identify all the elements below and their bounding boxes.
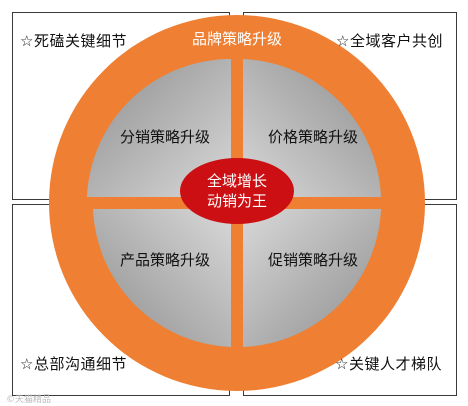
quadrant-bottom-right — [243, 209, 381, 347]
center-label-line1: 全域增长 — [207, 172, 267, 190]
quadrant-label-pricing: 价格策略升级 — [268, 128, 358, 146]
quadrant-top-right — [243, 59, 381, 197]
center-ellipse — [180, 158, 294, 224]
corner-label-key-details: ☆死磕关键细节 — [20, 32, 127, 50]
quadrant-label-product: 产品策略升级 — [120, 251, 210, 269]
center-label-line2: 动销为王 — [207, 192, 267, 210]
corner-label-hq-communication: ☆总部沟通细节 — [20, 355, 127, 373]
quadrant-bottom-left — [93, 209, 231, 347]
quadrant-label-promotion: 促销策略升级 — [268, 251, 358, 269]
quadrant-top-left — [87, 58, 231, 198]
quadrant-label-distribution: 分销策略升级 — [120, 128, 210, 146]
corner-label-talent-pipeline: ☆关键人才梯队 — [335, 355, 442, 373]
watermark: ©天猫精品 — [6, 395, 52, 405]
corner-label-customer-cocreation: ☆全域客户共创 — [336, 32, 443, 50]
ring-label: 品牌策略升级 — [192, 30, 282, 48]
